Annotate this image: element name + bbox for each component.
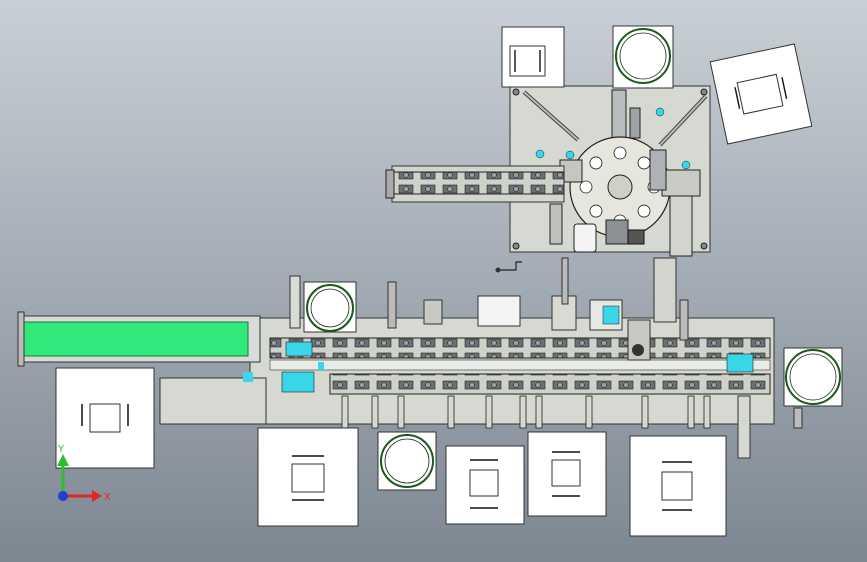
main-assembly-line — [159, 257, 803, 459]
y-axis-label: Y — [57, 444, 65, 455]
rotated-square-tray — [709, 43, 813, 145]
cylinder-pin — [485, 395, 493, 429]
z-axis-dot — [58, 491, 68, 501]
cylinder-pin — [585, 395, 593, 429]
rotary-station — [501, 25, 813, 257]
tray-bottom-2 — [445, 445, 525, 525]
cylinder-pin — [519, 395, 527, 429]
x-axis-label: X — [104, 492, 111, 503]
table-nest — [589, 204, 603, 218]
cylinder-pin — [447, 395, 455, 429]
bowl-feeder-right — [783, 347, 843, 407]
bowl-feeder-bottom — [377, 431, 437, 491]
cylinder-pin — [371, 395, 379, 429]
table-nest — [637, 156, 651, 170]
cylinder-pin — [341, 395, 349, 429]
table-nest — [613, 146, 627, 160]
cylinder-pin — [687, 395, 695, 429]
table-nest — [579, 180, 593, 194]
tray-bottom-1 — [257, 427, 359, 527]
infeed-belt-conveyor — [17, 311, 261, 367]
tray-left — [55, 367, 155, 469]
square-tray — [501, 26, 565, 88]
bowl-feeder-left — [303, 281, 357, 333]
main-base-plate — [249, 317, 775, 425]
cylinder-pin — [703, 395, 711, 429]
axis-triad: Y X — [57, 444, 111, 503]
cylinder-pin — [535, 395, 543, 429]
tray-bottom-3 — [527, 431, 607, 517]
cylinder-pin — [641, 395, 649, 429]
linear-vibratory-feeder — [385, 165, 565, 203]
round-bowl-feeder — [612, 25, 674, 89]
table-nest — [589, 156, 603, 170]
cylinder-pin — [397, 395, 405, 429]
table-nest — [637, 204, 651, 218]
tray-bottom-4 — [629, 435, 727, 537]
